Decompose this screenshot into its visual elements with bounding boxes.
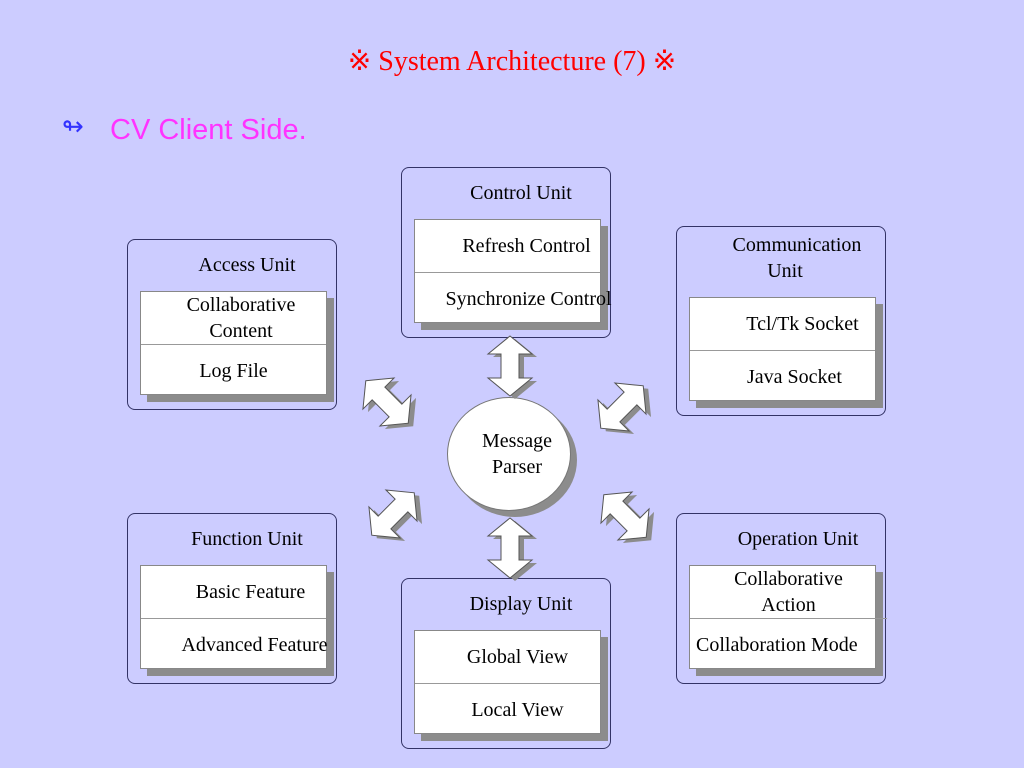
function-unit-item: Basic Feature bbox=[195, 581, 306, 603]
communication-unit-item: Java Socket bbox=[690, 350, 875, 402]
arrow-access-parser bbox=[349, 364, 429, 442]
communication-unit-title: Communication bbox=[732, 234, 862, 256]
message-parser-line1: Message bbox=[482, 430, 552, 452]
message-parser-circle bbox=[447, 397, 571, 511]
control-unit-box: Refresh Control Synchronize Control bbox=[414, 219, 612, 324]
page-subtitle: CV Client Side. bbox=[110, 114, 307, 146]
arrow-communication-parser bbox=[584, 369, 664, 447]
access-unit-item: Collaborative Content bbox=[186, 294, 296, 342]
operation-unit-item: Collaborative Action bbox=[734, 568, 843, 616]
display-unit-box: Global View Local View bbox=[414, 630, 601, 734]
display-unit-title: Display Unit bbox=[469, 593, 573, 615]
operation-unit-box: Collaborative Action Collaboration Mode bbox=[689, 565, 887, 669]
operation-unit-title: Operation Unit bbox=[737, 528, 859, 550]
message-parser-label: Message Parser bbox=[447, 428, 587, 480]
display-unit-item: Global View bbox=[466, 646, 569, 668]
arrow-function-parser bbox=[355, 476, 435, 554]
communication-unit-title-line2: Unit bbox=[767, 260, 803, 282]
control-unit-item: Synchronize Control bbox=[415, 272, 612, 324]
communication-unit-item: Tcl/Tk Socket bbox=[746, 313, 859, 335]
function-unit-title: Function Unit bbox=[191, 528, 303, 550]
bullet-arrow-icon: ↬ bbox=[62, 112, 84, 142]
page-title: ※ System Architecture (7) ※ bbox=[347, 46, 677, 77]
function-unit-item: Advanced Feature bbox=[141, 618, 328, 670]
arrow-control-parser bbox=[487, 335, 537, 399]
control-unit-item: Refresh Control bbox=[462, 235, 591, 257]
operation-unit-item: Collaboration Mode bbox=[690, 618, 887, 670]
function-unit-box: Basic Feature Advanced Feature bbox=[140, 565, 328, 670]
arrow-display-parser bbox=[487, 517, 537, 581]
communication-unit-box: Tcl/Tk Socket Java Socket bbox=[689, 297, 876, 401]
access-unit-item: Log File bbox=[141, 344, 326, 396]
arrow-operation-parser bbox=[587, 478, 667, 556]
control-unit-title: Control Unit bbox=[470, 182, 572, 204]
display-unit-item: Local View bbox=[415, 683, 600, 735]
message-parser-line2: Parser bbox=[492, 456, 542, 478]
access-unit-box: Collaborative Content Log File bbox=[140, 291, 327, 395]
access-unit-title: Access Unit bbox=[198, 254, 296, 276]
